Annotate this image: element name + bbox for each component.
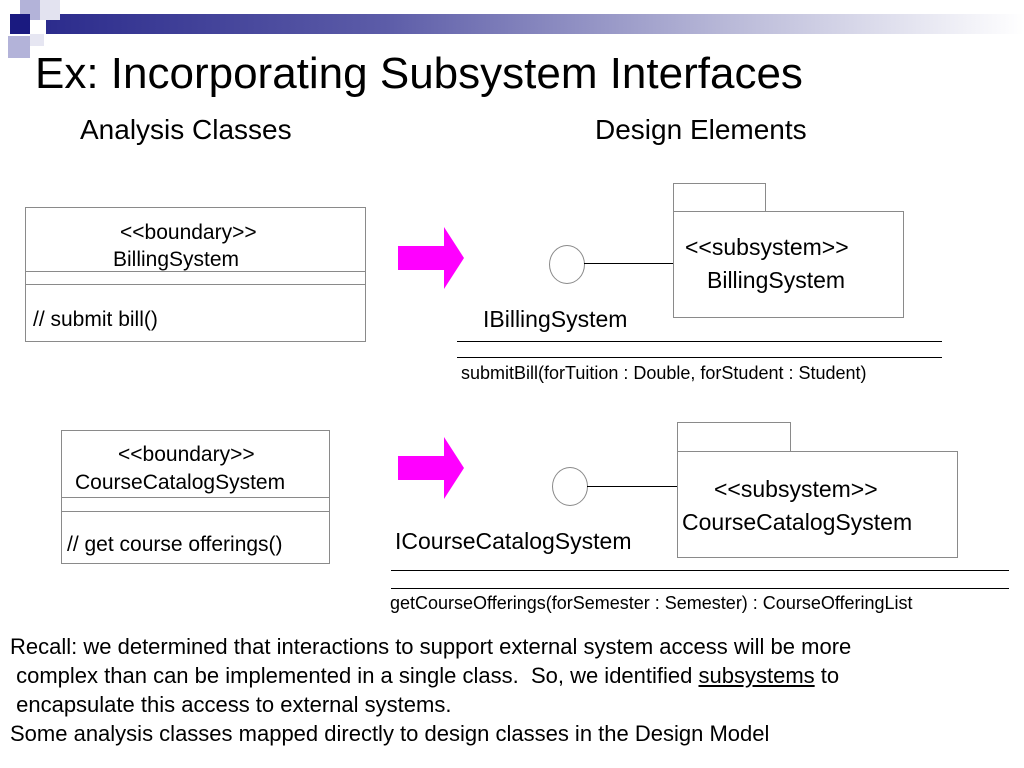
interface-name: IBillingSystem bbox=[483, 306, 628, 332]
class-stereotype: <<boundary>> bbox=[118, 443, 255, 466]
analysis-class-billing-system: <<boundary>> BillingSystem // submit bil… bbox=[25, 207, 366, 342]
analysis-class-course-catalog-system: <<boundary>> CourseCatalogSystem // get … bbox=[61, 430, 330, 564]
class-stereotype: <<boundary>> bbox=[120, 221, 257, 244]
class-name: CourseCatalogSystem bbox=[75, 471, 286, 494]
interface-lollipop-icon bbox=[549, 245, 585, 284]
subsystem-tab bbox=[677, 422, 791, 453]
interface-lollipop-icon bbox=[552, 467, 588, 506]
slide-title: Ex: Incorporating Subsystem Interfaces bbox=[35, 49, 803, 98]
subsystem-billing-system: <<subsystem>> BillingSystem bbox=[673, 211, 904, 318]
right-arrow-icon bbox=[398, 227, 464, 289]
notes-line: complex than can be implemented in a sin… bbox=[10, 661, 851, 690]
class-name: BillingSystem bbox=[113, 248, 240, 271]
interface-separator bbox=[391, 588, 1009, 589]
deco-square bbox=[40, 0, 60, 20]
deco-square bbox=[8, 36, 30, 58]
subsystem-tab bbox=[673, 183, 766, 213]
interface-connector-line bbox=[584, 263, 674, 264]
interface-separator bbox=[457, 341, 942, 342]
subsystem-course-catalog-system: <<subsystem>> CourseCatalogSystem bbox=[677, 451, 958, 558]
subsystem-stereotype: <<subsystem>> bbox=[714, 476, 878, 502]
notes-text: complex than can be implemented in a sin… bbox=[10, 663, 699, 688]
interface-name: ICourseCatalogSystem bbox=[395, 528, 632, 554]
deco-square bbox=[30, 20, 46, 36]
notes-text: to bbox=[814, 663, 840, 688]
notes-block: Recall: we determined that interactions … bbox=[10, 632, 851, 748]
notes-line: Some analysis classes mapped directly to… bbox=[10, 721, 770, 746]
deco-square bbox=[30, 34, 44, 46]
subsystems-term: subsystems bbox=[698, 663, 815, 688]
interface-separator bbox=[391, 570, 1009, 571]
class-operation: // get course offerings() bbox=[67, 533, 283, 556]
interface-connector-line bbox=[587, 486, 677, 487]
interface-operation: getCourseOfferings(forSemester : Semeste… bbox=[390, 593, 913, 613]
deco-square bbox=[10, 14, 30, 34]
analysis-classes-heading: Analysis Classes bbox=[80, 114, 292, 145]
design-elements-heading: Design Elements bbox=[595, 114, 807, 145]
header-gradient-bar bbox=[40, 14, 1024, 34]
interface-operation: submitBill(forTuition : Double, forStude… bbox=[461, 363, 867, 383]
subsystem-name: CourseCatalogSystem bbox=[682, 509, 913, 535]
right-arrow-icon bbox=[398, 437, 464, 499]
subsystem-name: BillingSystem bbox=[707, 267, 846, 293]
interface-separator bbox=[457, 357, 942, 358]
notes-line: Recall: we determined that interactions … bbox=[10, 634, 852, 659]
notes-line: encapsulate this access to external syst… bbox=[10, 692, 452, 717]
subsystem-stereotype: <<subsystem>> bbox=[685, 234, 849, 260]
class-operation: // submit bill() bbox=[33, 308, 158, 331]
